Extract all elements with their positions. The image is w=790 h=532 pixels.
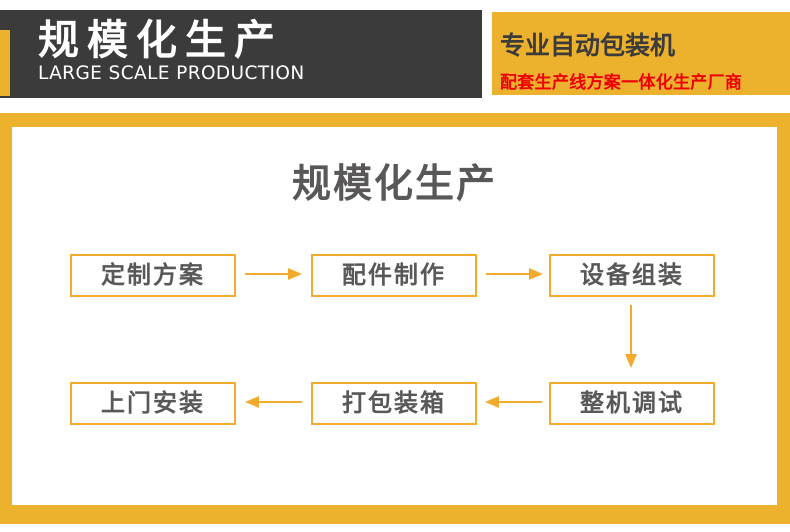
arrow-right-icon xyxy=(486,268,543,280)
flow-step-packing: 打包装箱 xyxy=(311,382,477,425)
arrow-left-icon xyxy=(485,396,542,408)
flow-step-onsite-installation: 上门安装 xyxy=(70,382,236,425)
content-background: 规模化生产 定制方案 配件制作 设备组装 上门安装 打包装箱 整机调试 xyxy=(0,113,790,524)
arrow-right-icon xyxy=(245,268,302,280)
flow-step-machine-testing: 整机调试 xyxy=(549,382,715,425)
arrow-left-icon xyxy=(245,396,302,408)
flow-step-parts-production: 配件制作 xyxy=(311,254,477,297)
tagline-title: 专业自动包装机 xyxy=(500,31,676,60)
brand-subtitle: LARGE SCALE PRODUCTION xyxy=(38,62,305,84)
brand-title: 规模化生产 xyxy=(38,16,283,64)
flow-step-customized-plan: 定制方案 xyxy=(70,254,236,297)
arrow-down-icon xyxy=(625,305,637,368)
flow-step-equipment-assembly: 设备组装 xyxy=(549,254,715,297)
tagline-banner: 专业自动包装机 配套生产线方案一体化生产厂商 xyxy=(492,12,790,95)
content-panel: 规模化生产 定制方案 配件制作 设备组装 上门安装 打包装箱 整机调试 xyxy=(12,127,777,505)
brand-accent-bar xyxy=(0,30,10,96)
brand-banner: 规模化生产 LARGE SCALE PRODUCTION xyxy=(0,10,482,98)
tagline-subtitle: 配套生产线方案一体化生产厂商 xyxy=(500,73,743,93)
section-title: 规模化生产 xyxy=(291,162,497,207)
